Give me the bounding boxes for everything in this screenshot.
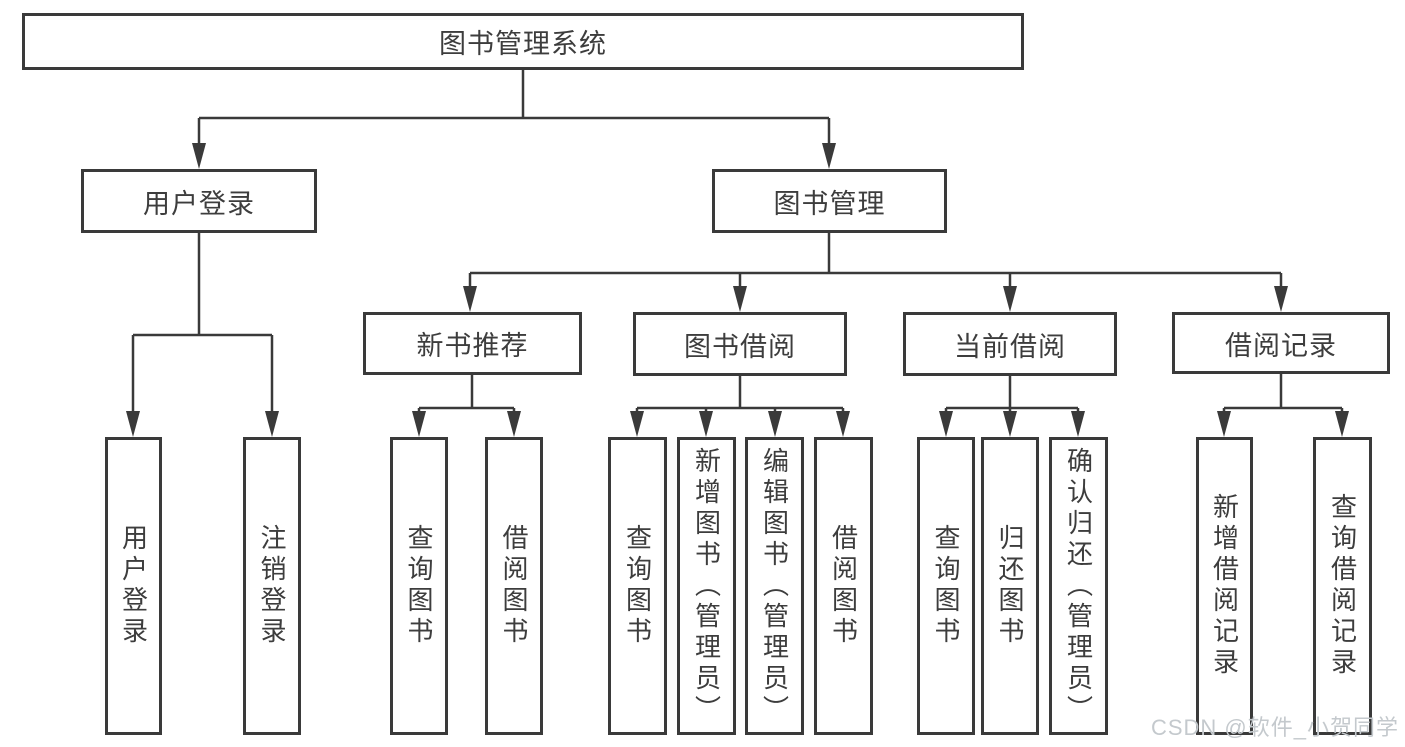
- node-borrowing-records: 借阅记录: [1172, 312, 1390, 374]
- leaf-label: 新增借阅记录: [1209, 493, 1240, 679]
- leaf-label: 用户登录: [118, 524, 149, 648]
- node-book-management: 图书管理: [712, 169, 947, 233]
- leaf-label: 查询图书: [404, 524, 434, 648]
- leaf-label: 查询图书: [622, 524, 653, 648]
- connector-user-login-children: [126, 233, 279, 437]
- leaf-query-books-current: 查询图书: [917, 437, 975, 735]
- node-book-borrowing: 图书借阅: [633, 312, 847, 376]
- node-current-borrowing: 当前借阅: [903, 312, 1117, 376]
- leaf-confirm-return-admin: 确认归还（管理员）: [1049, 437, 1108, 735]
- leaf-edit-books-admin: 编辑图书（管理员）: [745, 437, 804, 735]
- leaf-query-books-recommend: 查询图书: [390, 437, 448, 735]
- leaf-user-login: 用户登录: [105, 437, 162, 735]
- leaf-add-books-admin: 新增图书（管理员）: [677, 437, 736, 735]
- connector-book-mgmt-to-level3: [463, 233, 1288, 312]
- leaf-logout: 注销登录: [243, 437, 301, 735]
- leaf-return-books: 归还图书: [981, 437, 1039, 735]
- leaf-label: 查询借阅记录: [1327, 493, 1358, 679]
- leaf-label: 注销登录: [257, 524, 287, 648]
- node-new-book-recommendation: 新书推荐: [363, 312, 582, 375]
- connector-borrow-children: [630, 376, 850, 437]
- connector-root-to-level2: [192, 70, 836, 169]
- leaf-query-borrow-record: 查询借阅记录: [1313, 437, 1372, 735]
- node-label: 借阅记录: [1225, 330, 1337, 361]
- leaf-borrow-books-recommend: 借阅图书: [485, 437, 543, 735]
- csdn-watermark: CSDN @软件_小贺同学: [1150, 715, 1399, 740]
- connector-records-children: [1217, 374, 1349, 437]
- node-label: 图书借阅: [684, 331, 796, 362]
- node-label: 图书管理系统: [439, 29, 607, 59]
- leaf-label: 归还图书: [995, 524, 1025, 648]
- node-label: 当前借阅: [954, 331, 1066, 362]
- leaf-label: 借阅图书: [828, 524, 859, 648]
- connector-current-children: [939, 376, 1085, 437]
- node-label: 新书推荐: [416, 331, 529, 361]
- leaf-label: 确认归还（管理员）: [1063, 446, 1094, 726]
- leaf-label: 借阅图书: [499, 524, 529, 648]
- node-library-management-system: 图书管理系统: [22, 13, 1024, 70]
- node-user-login: 用户登录: [81, 169, 317, 233]
- leaf-borrow-books: 借阅图书: [814, 437, 873, 735]
- leaf-label: 查询图书: [931, 524, 961, 648]
- leaf-add-borrow-record: 新增借阅记录: [1196, 437, 1253, 735]
- connector-newbook-children: [412, 375, 521, 437]
- leaf-query-books-borrow: 查询图书: [608, 437, 667, 735]
- leaf-label: 新增图书（管理员）: [691, 446, 722, 726]
- leaf-label: 编辑图书（管理员）: [759, 446, 790, 726]
- node-label: 用户登录: [143, 188, 255, 219]
- node-label: 图书管理: [773, 188, 886, 219]
